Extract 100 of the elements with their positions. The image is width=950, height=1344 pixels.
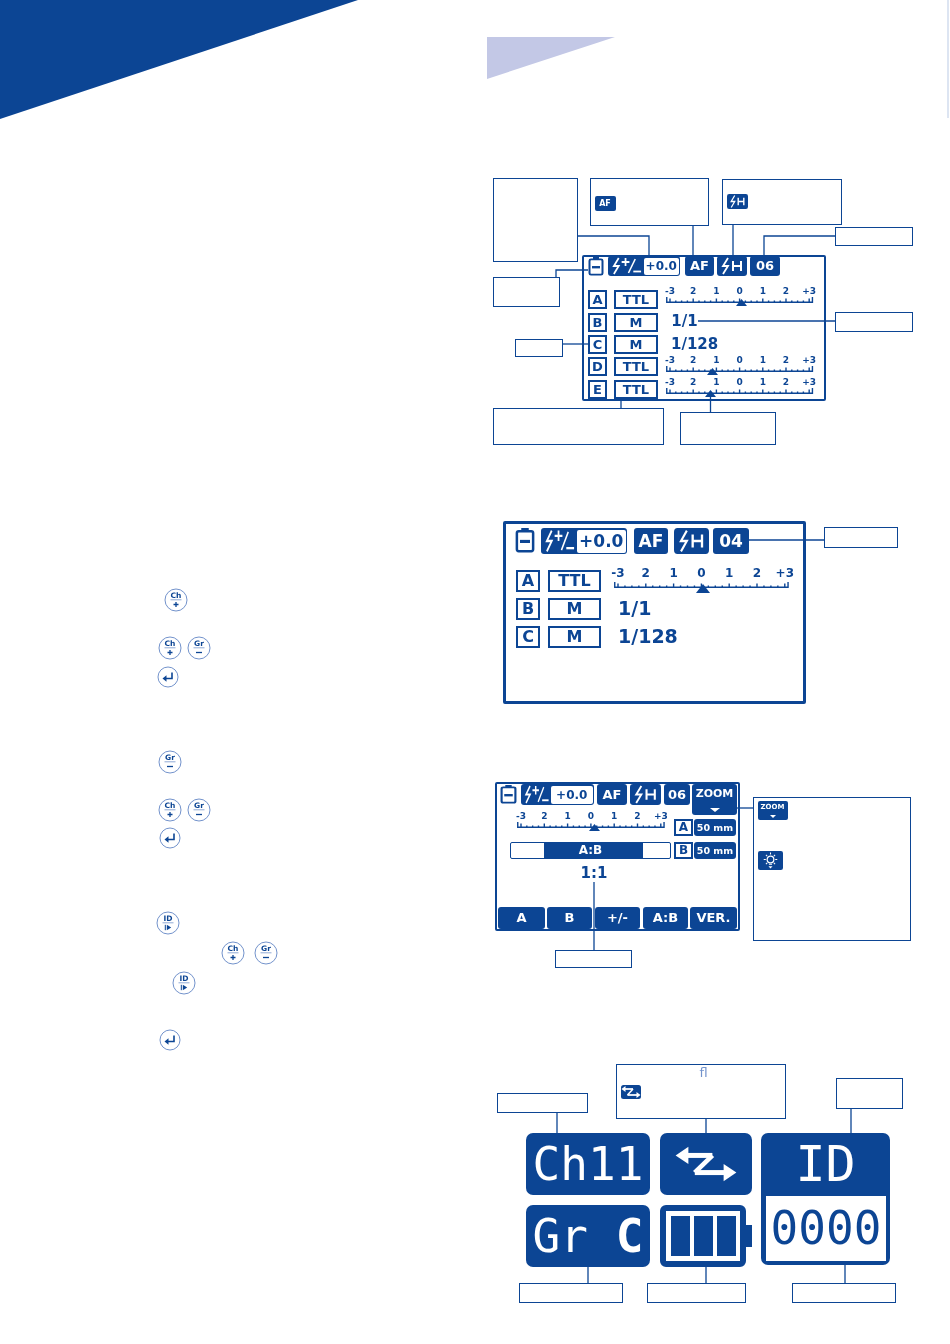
callout-box — [493, 178, 578, 262]
scale-number: 2 — [782, 378, 790, 387]
lcd-screen — [495, 782, 740, 931]
callout-box — [497, 1093, 588, 1113]
scale-number: 1 — [759, 287, 766, 296]
mode-indicator: TTL — [614, 290, 658, 309]
leader-line — [620, 398, 622, 409]
scale-pointer-icon — [705, 390, 716, 397]
channel-display: Ch11 — [526, 1133, 650, 1195]
battery-icon — [500, 785, 517, 804]
scale-number: 0 — [736, 287, 743, 296]
high-speed-sync-icon — [630, 784, 661, 805]
scale-number: -3 — [665, 287, 675, 296]
channel-indicator: 04 — [713, 528, 749, 554]
scale-number: 2 — [782, 287, 790, 296]
callout-box — [493, 408, 664, 445]
mode-indicator: TTL — [614, 357, 658, 376]
leader-line — [692, 225, 694, 257]
scale-number: 0 — [697, 567, 706, 579]
leader-line — [593, 881, 595, 951]
scale-number: 0 — [736, 356, 743, 365]
leader-line — [705, 1266, 707, 1284]
callout-box — [824, 527, 898, 548]
scale-number: -3 — [516, 812, 526, 821]
power-ratio: 1/128 — [618, 627, 678, 646]
group-letter: B — [516, 598, 540, 620]
soft-key: A:B — [643, 907, 688, 929]
channel-indicator: 06 — [750, 256, 780, 276]
group-letter: C — [588, 335, 607, 354]
lcd-screen — [582, 255, 826, 401]
zoom-value: 50 mm — [694, 842, 736, 859]
leader-line — [850, 1108, 852, 1134]
mode-indicator: TTL — [614, 380, 658, 399]
soft-key: A — [498, 907, 545, 929]
callout-box — [555, 950, 632, 968]
group-letter: A — [516, 570, 540, 592]
zoom-indicator: ZOOM — [692, 784, 737, 815]
callout-box — [493, 277, 560, 307]
callout-box — [680, 412, 776, 445]
callout-box — [515, 339, 563, 357]
autofocus-indicator: AF — [634, 528, 668, 554]
compensation-value: +0.0 — [644, 257, 679, 275]
callout-box — [519, 1283, 623, 1303]
scale-number: 2 — [641, 567, 650, 579]
autofocus-indicator: AF — [685, 256, 714, 276]
callout-text: ﬂ — [699, 1065, 708, 1080]
id-number-panel: 0000 — [766, 1196, 886, 1261]
id-display — [761, 1133, 890, 1265]
scale-number: 0 — [736, 378, 743, 387]
mode-tile — [660, 1133, 752, 1195]
soft-key: VER. — [690, 907, 737, 929]
callout-box — [647, 1283, 746, 1303]
scale-number: 1 — [713, 356, 720, 365]
autofocus-indicator: AF — [597, 784, 627, 805]
mode-indicator: M — [548, 626, 601, 648]
ratio-bar: A:B — [510, 842, 671, 859]
scale-number: 2 — [690, 378, 697, 387]
leader-line — [587, 1266, 589, 1284]
scale-number: 1 — [713, 287, 720, 296]
scale-number: +3 — [802, 356, 817, 365]
flash-compensation-indicator — [521, 784, 594, 805]
flash-compensation-indicator — [541, 528, 627, 554]
group-letter: D — [588, 357, 607, 376]
flash-compensation-indicator — [608, 256, 680, 276]
callout-box — [722, 179, 842, 225]
power-ratio: 1/1 — [618, 599, 652, 618]
group-letter: A — [674, 819, 693, 836]
leader-line — [705, 1118, 707, 1134]
group-letter: A — [588, 290, 607, 309]
scale-number: +3 — [802, 287, 817, 296]
scale-number: 2 — [634, 812, 641, 821]
scale-number: 2 — [752, 567, 762, 579]
scale-number: +3 — [775, 567, 794, 579]
leader-line — [748, 539, 825, 541]
battery-level-icon — [660, 1205, 752, 1267]
high-speed-sync-icon — [674, 528, 709, 554]
ratio-value: 1:1 — [578, 864, 610, 882]
callout-box — [616, 1064, 786, 1119]
scale-number: 1 — [725, 567, 734, 579]
mode-indicator: TTL — [548, 570, 601, 592]
group-letter: E — [588, 380, 607, 399]
leader-line — [763, 235, 836, 257]
scale-number: 1 — [759, 378, 766, 387]
callout-box — [753, 797, 911, 941]
id-text: ID — [795, 1139, 856, 1189]
group-letter: C — [516, 626, 540, 648]
callout-box — [590, 178, 709, 226]
leader-line — [732, 224, 734, 257]
leader-line — [555, 269, 589, 278]
callout-box — [792, 1283, 896, 1303]
battery-icon — [588, 257, 604, 276]
scale-number: 1 — [713, 378, 720, 387]
leader-line — [697, 320, 836, 322]
scale-number: +3 — [802, 378, 817, 387]
scale-number: 0 — [587, 812, 594, 821]
scale-number: 1 — [564, 812, 571, 821]
group-display: Gr C — [526, 1205, 650, 1267]
scale-number: -3 — [611, 567, 625, 579]
compensation-value: +0.0 — [551, 785, 593, 804]
scale-number: -3 — [665, 378, 675, 387]
